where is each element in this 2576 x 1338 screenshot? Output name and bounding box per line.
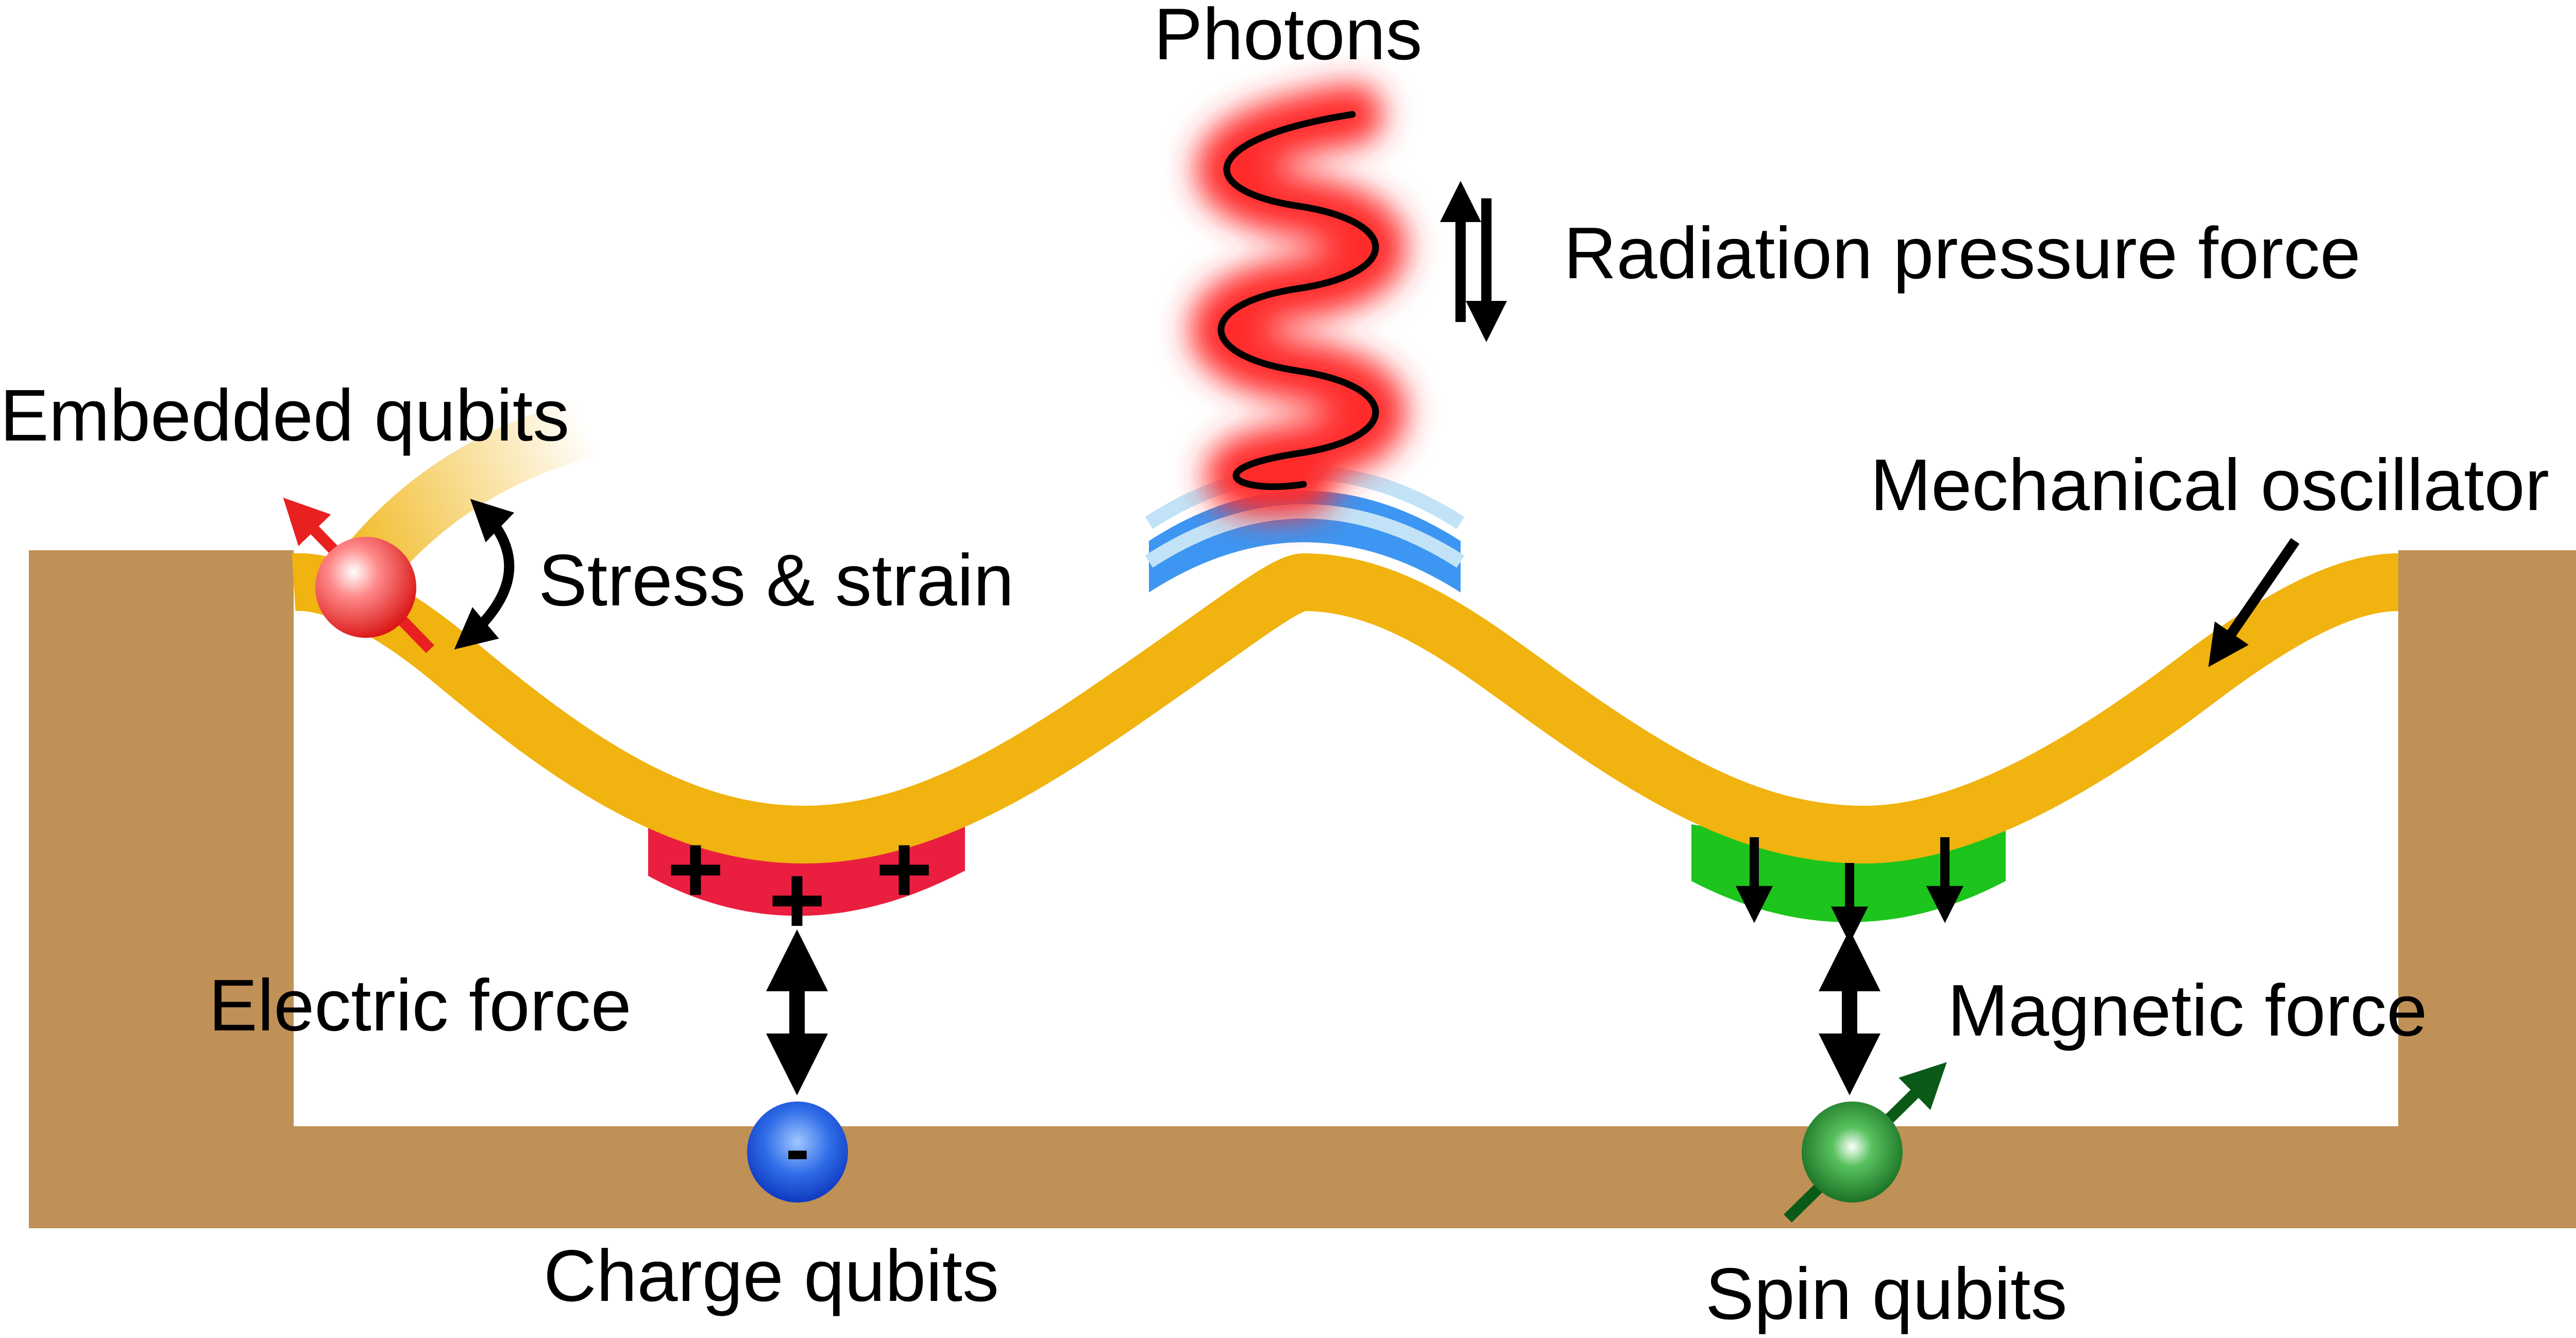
mechanical-oscillator-beam [292, 553, 2399, 863]
qubit-motion-trail [341, 398, 617, 591]
stress-strain-label: Stress & strain [538, 539, 1014, 621]
oscillator-pointer-arrow [2208, 538, 2300, 667]
plus-charge-3: + [876, 815, 933, 924]
magnetic-force-label: Magnetic force [1947, 970, 2427, 1052]
electric-force-label: Electric force [209, 964, 632, 1046]
substrate [29, 550, 2576, 1228]
embedded-qubit [315, 537, 416, 638]
charge-qubits-label: Charge qubits [544, 1235, 999, 1317]
spin-qubits-label: Spin qubits [1705, 1253, 2067, 1335]
radiation-pressure-label: Radiation pressure force [1564, 212, 2361, 294]
mechanical-oscillator-label: Mechanical oscillator [1870, 444, 2549, 526]
photons-label: Photons [1154, 0, 1422, 75]
charge-qubit [747, 1102, 848, 1202]
charge-qubit-minus: - [786, 1108, 810, 1189]
spin-qubit [1802, 1102, 1903, 1202]
embedded-qubits-label: Embedded qubits [0, 375, 569, 456]
plus-charge-2: + [769, 845, 826, 955]
stress-strain-arrow [454, 499, 515, 650]
photon-wave [1217, 111, 1379, 490]
plus-charge-1: + [667, 815, 724, 924]
